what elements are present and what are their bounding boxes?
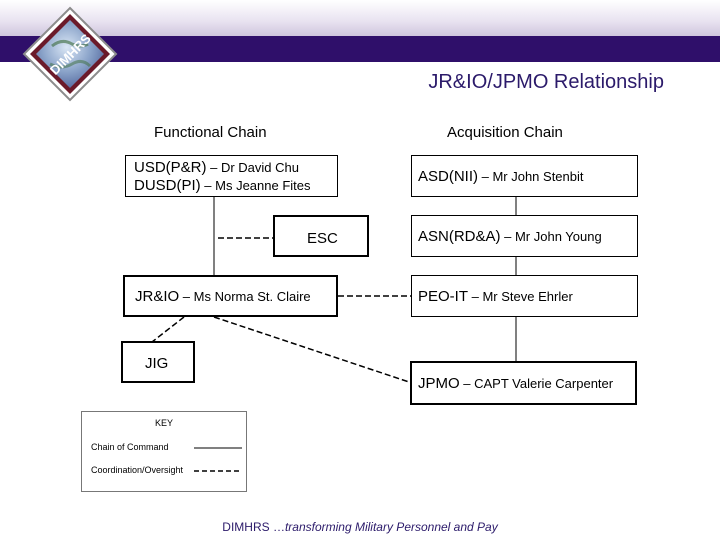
acquisition-chain-heading: Acquisition Chain [447,124,563,141]
asn-rda-org: ASN(RD&A) [418,228,501,245]
jrio-person: – Ms Norma St. Claire [179,289,311,304]
esc-org: ESC [307,230,338,247]
key-solid-label: Chain of Command [91,442,169,452]
jpmo-person: – CAPT Valerie Carpenter [459,376,614,391]
asd-nii-box: ASD(NII) – Mr John Stenbit [411,155,638,197]
asn-rda-person: – Mr John Young [500,229,602,244]
key-line-samples [194,447,242,472]
dimhrs-logo: DIMHRS [22,6,118,102]
jig-box: JIG [121,341,195,383]
jrio-org: JR&IO [135,288,180,305]
dashed-line-jrio-jpmo [213,316,413,384]
jpmo-box: JPMO – CAPT Valerie Carpenter [410,361,637,405]
functional-chain-heading: Functional Chain [154,124,267,141]
usd-pr-person: – Dr David Chu [206,160,299,175]
usd-pr-org: USD(P&R) [134,159,207,176]
dusd-pi-org: DUSD(PI) [134,177,201,194]
usd-pr-box: USD(P&R) – Dr David Chu DUSD(PI) – Ms Je… [125,155,338,197]
dashed-line-jrio-jig [151,316,185,343]
key-title: KEY [154,418,173,428]
footer-prefix: DIMHRS … [222,520,285,534]
jig-org: JIG [145,355,169,372]
peo-it-org: PEO-IT [418,288,469,305]
dusd-pi-person: – Ms Jeanne Fites [200,178,311,193]
header-band [0,36,720,62]
asd-nii-person: – Mr John Stenbit [478,169,584,184]
asd-nii-org: ASD(NII) [418,168,478,185]
header-gradient [0,0,720,36]
asn-rda-box: ASN(RD&A) – Mr John Young [411,215,638,257]
page-title: JR&IO/JPMO Relationship [428,71,664,93]
jrio-box: JR&IO – Ms Norma St. Claire [123,275,338,317]
peo-it-box: PEO-IT – Mr Steve Ehrler [411,275,638,317]
peo-it-person: – Mr Steve Ehrler [468,289,573,304]
key-legend: KEY Chain of Command Coordination/Oversi… [81,411,247,492]
footer-tagline: transforming Military Personnel and Pay [284,520,498,534]
key-dashed-label: Coordination/Oversight [91,465,184,475]
jpmo-org: JPMO [418,375,460,392]
footer: DIMHRS …transforming Military Personnel … [0,520,720,534]
esc-box: ESC [273,215,369,257]
